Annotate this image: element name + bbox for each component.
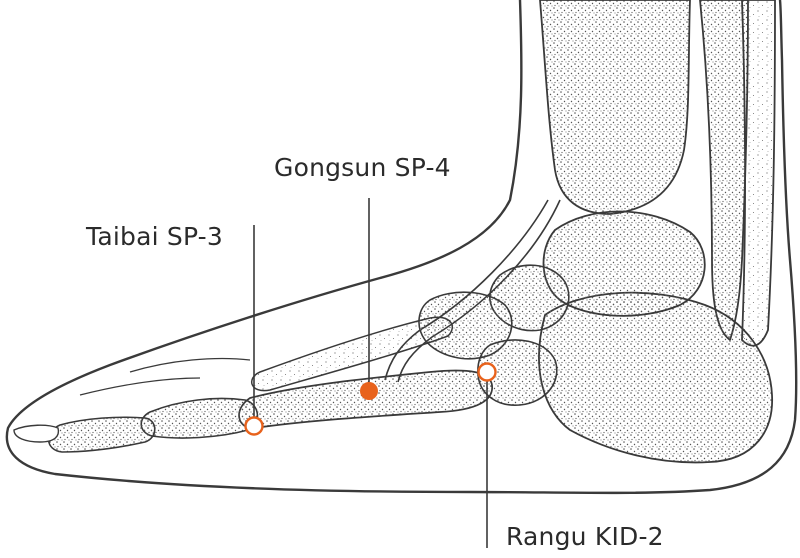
proximal-phalanx bbox=[140, 397, 259, 439]
gongsun-label: Gongsun SP-4 bbox=[274, 153, 451, 182]
tibialis-tendon bbox=[384, 199, 549, 381]
taibai-point-marker bbox=[244, 416, 264, 436]
gongsun-point-marker bbox=[360, 382, 378, 400]
rangu-point-marker bbox=[477, 362, 497, 382]
calcaneus-bone bbox=[538, 291, 773, 464]
leader-lines bbox=[253, 198, 488, 548]
second-metatarsal bbox=[250, 316, 453, 392]
rangu-label: Rangu KID-2 bbox=[506, 522, 664, 551]
skin-outline bbox=[5, 0, 798, 495]
leg-bones bbox=[539, 0, 776, 347]
taibai-label: Taibai SP-3 bbox=[86, 222, 224, 251]
distal-phalanx bbox=[47, 416, 156, 453]
cuboid-bone bbox=[477, 339, 558, 406]
toenail bbox=[13, 424, 60, 443]
